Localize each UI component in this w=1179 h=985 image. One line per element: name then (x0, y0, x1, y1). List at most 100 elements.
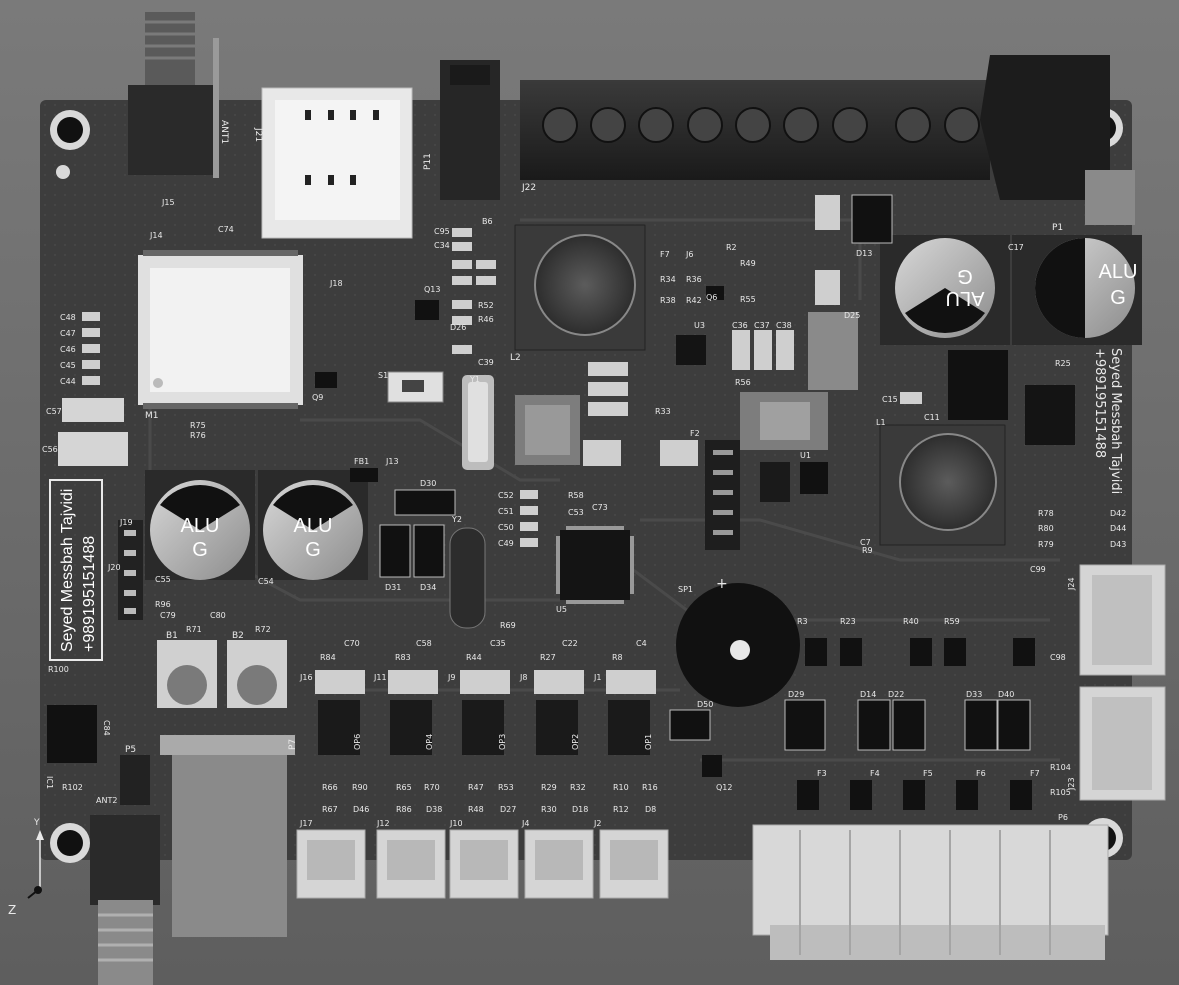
tantalum-capacitor-c57: C57 (46, 398, 124, 422)
label-c38: C38 (776, 321, 792, 330)
slide-switch-s1[interactable]: S1 (378, 371, 444, 403)
label-r102: R102 (62, 783, 83, 792)
label-c15: C15 (882, 395, 898, 404)
diode-d50 (669, 709, 711, 741)
label-d33: D33 (966, 690, 982, 699)
label-c70: C70 (344, 639, 360, 648)
label-r70: R70 (424, 783, 440, 792)
label-c99: C99 (1030, 565, 1046, 574)
electrolytic-capacitor-left-1: ALU G (145, 470, 255, 580)
push-button-b2[interactable]: B2 (227, 631, 287, 708)
label-y2: Y2 (451, 515, 462, 524)
label-f5: F5 (923, 769, 933, 778)
label-d43: D43 (1110, 540, 1126, 549)
label-c84: C84 (102, 720, 111, 736)
label-j6: J6 (685, 250, 693, 259)
transistor-q13 (415, 300, 439, 320)
label-d50: D50 (697, 700, 713, 709)
label-r69: R69 (500, 621, 516, 630)
label-r78: R78 (1038, 509, 1054, 518)
label-l2: L2 (510, 353, 521, 363)
label-r42: R42 (686, 296, 702, 305)
axis-y-label: Y (33, 818, 40, 828)
label-j9: J9 (447, 673, 455, 682)
audio-jack-p11: P11 (423, 60, 500, 200)
fuse-f1-lower (815, 270, 840, 305)
tantalum-capacitor-c56: C56 (42, 432, 128, 466)
sma-diode-row (784, 699, 1031, 751)
axis-indicator: Y Z (8, 818, 44, 917)
buzzer-plus-mark: + (716, 576, 728, 592)
designer-phone-right: +989195151488 (1092, 348, 1107, 458)
label-d8: D8 (645, 805, 656, 814)
label-r75: R75 (190, 421, 206, 430)
inductor-l1: L1 (876, 418, 1006, 546)
label-r53: R53 (498, 783, 514, 792)
label-c79: C79 (160, 611, 176, 620)
label-q13: Q13 (424, 285, 440, 294)
label-r67: R67 (322, 805, 338, 814)
label-c4: C4 (636, 639, 647, 648)
buzzer-sp1: + SP1 (676, 576, 800, 707)
fiducial-left (56, 165, 70, 179)
push-button-b1[interactable]: B1 (157, 631, 217, 708)
label-u3: U3 (694, 321, 705, 330)
label-d38: D38 (426, 805, 442, 814)
label-d22: D22 (888, 690, 904, 699)
sim-card-holder-j21: J21 (253, 87, 413, 239)
label-j17: J17 (299, 819, 313, 828)
label-d40: D40 (998, 690, 1014, 699)
microcontroller-u5: U5 (556, 526, 634, 614)
label-d44: D44 (1110, 524, 1126, 533)
label-q9: Q9 (312, 393, 323, 402)
passive-cluster-top (452, 228, 496, 354)
label-r16: R16 (642, 783, 658, 792)
label-d42: D42 (1110, 509, 1126, 518)
label-f3: F3 (817, 769, 827, 778)
mounting-hole-bottom-left (50, 823, 90, 863)
label-r32: R32 (570, 783, 586, 792)
label-d27: D27 (500, 805, 516, 814)
label-ant2: ANT2 (96, 796, 117, 805)
label-r40: R40 (903, 617, 919, 626)
diode-d13: D13 (851, 194, 893, 258)
cap-marking-g-3: G (957, 265, 973, 287)
label-j23: J23 (1067, 777, 1076, 791)
label-j8: J8 (519, 673, 527, 682)
label-r49: R49 (740, 259, 756, 268)
gsm-module-m1: M1 (138, 250, 303, 421)
dc-power-jack-p1: P1 (980, 55, 1135, 233)
block-p7: P7 (160, 735, 298, 937)
label-d31: D31 (385, 583, 401, 592)
label-j20: J20 (107, 563, 121, 572)
cap-marking-alu-4: ALU (1099, 261, 1138, 283)
label-p7: P7 (288, 739, 298, 750)
label-op2: OP2 (571, 734, 580, 750)
cap-row-c36-c38 (732, 330, 794, 370)
capacitor-c15: C15 C11 (882, 392, 940, 422)
electrolytic-capacitor-right-1: G ALU (880, 235, 1010, 345)
label-c58: C58 (416, 639, 432, 648)
label-j24: J24 (1067, 577, 1076, 591)
label-r33: R33 (655, 407, 671, 416)
label-c17: C17 (1008, 243, 1024, 252)
label-f4: F4 (870, 769, 880, 778)
label-op4: OP4 (425, 734, 434, 750)
terminal-block-j22: J22 (520, 80, 990, 193)
cap-marking-alu-1: ALU (181, 515, 220, 537)
label-c98: C98 (1050, 653, 1066, 662)
inductor-l2: L2 (510, 224, 646, 363)
label-c52: C52 (498, 491, 514, 500)
label-p5: P5 (125, 745, 136, 755)
label-f6: F6 (976, 769, 986, 778)
label-r34: R34 (660, 275, 676, 284)
label-f7: F7 (1030, 769, 1040, 778)
crystal-y1: Y1 (462, 375, 494, 470)
label-p11: P11 (423, 153, 433, 170)
mounting-hole-top-left (50, 110, 90, 150)
label-d29: D29 (788, 690, 804, 699)
label-r2: R2 (726, 243, 737, 252)
label-r59: R59 (944, 617, 960, 626)
label-c54: C54 (258, 577, 274, 586)
cap-marking-g-2: G (305, 539, 321, 561)
